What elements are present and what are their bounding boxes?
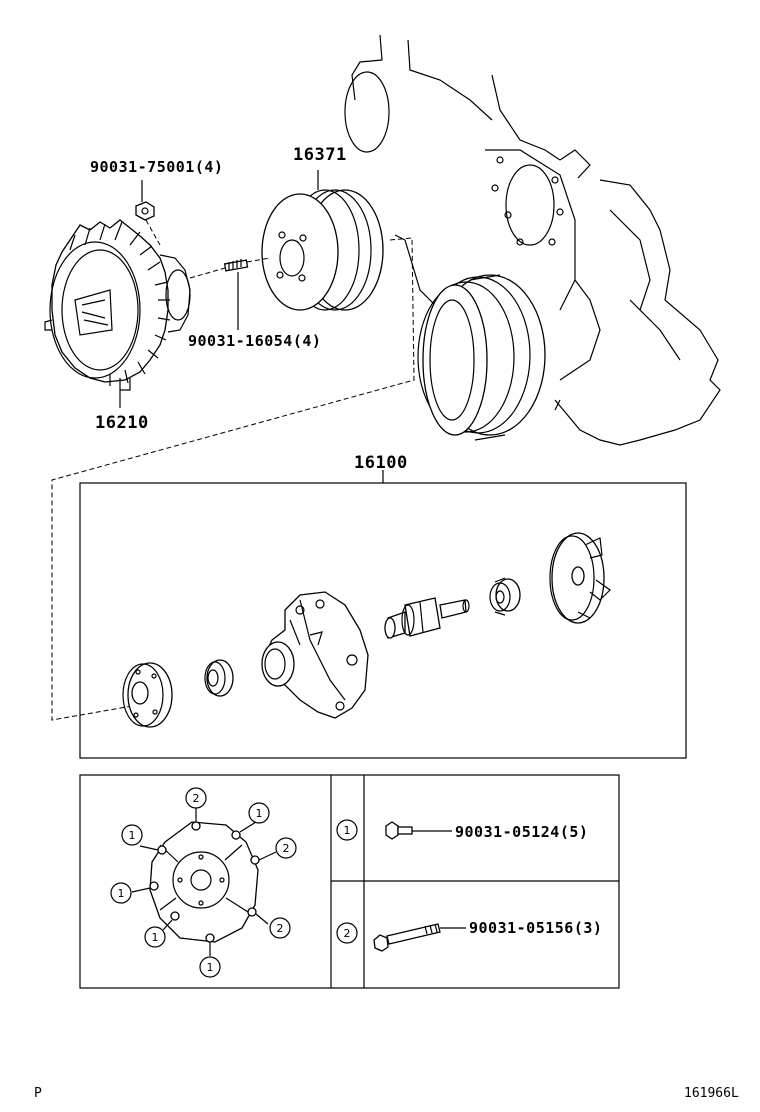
hole-marker-1-upper-left — [121, 824, 143, 846]
pump-body — [261, 591, 369, 719]
footer-illustration-number: 161966L — [684, 1086, 739, 1101]
hole-marker-text: 1 — [118, 887, 125, 900]
hole-marker-2-lower-right — [269, 917, 291, 939]
impeller — [549, 532, 611, 624]
hole-marker-text: 1 — [207, 961, 214, 974]
hole-marker-1-bottom — [199, 956, 221, 978]
bolt-1-part-number: 90031-05124(5) — [455, 823, 588, 841]
engine-block-sketch — [344, 34, 721, 446]
seal-ring — [204, 659, 234, 697]
long-bolt-icon — [373, 934, 389, 952]
flange-hub — [122, 662, 173, 728]
hole-marker-text: 1 — [129, 829, 136, 842]
water-pump-pulley — [261, 170, 384, 311]
pump-face-plan — [149, 821, 260, 943]
hole-marker-1-left — [110, 882, 132, 904]
footer-left-mark: P — [34, 1086, 42, 1101]
crank-pulley-sketch — [417, 274, 546, 441]
hole-marker-2-right — [275, 837, 297, 859]
callout-nut: 90031-75001(4) — [90, 158, 223, 176]
pump-seal — [489, 577, 521, 616]
short-bolt-icon — [385, 821, 399, 840]
bearing-shaft — [384, 597, 470, 639]
bolt-2-number: 2 — [344, 927, 351, 940]
bolt-1-number: 1 — [344, 824, 351, 837]
hole-marker-text: 2 — [277, 922, 284, 935]
fan-clutch — [44, 219, 191, 408]
hole-markers: 2 1 1 2 1 1 2 1 — [110, 787, 297, 978]
callout-water-pump-assy: 16100 — [354, 453, 408, 473]
hole-marker-text: 1 — [256, 807, 263, 820]
hole-marker-text: 1 — [152, 931, 159, 944]
bolt-legend-row-2: 2 90031-05156(3) — [336, 919, 602, 952]
hole-marker-1-lower-left — [144, 926, 166, 948]
hole-marker-text: 2 — [193, 792, 200, 805]
bolt-legend-row-1: 1 90031-05124(5) — [336, 819, 588, 841]
hole-marker-text: 2 — [283, 842, 290, 855]
water-pump-assembly-box — [79, 470, 687, 759]
hole-marker-1-upper-right — [248, 802, 270, 824]
bolt-2-part-number: 90031-05156(3) — [469, 919, 602, 937]
callout-fan-clutch: 16210 — [95, 413, 149, 433]
bolt-location-box: 2 1 1 2 1 1 2 1 1 90031-05124(5) — [79, 774, 620, 989]
nut — [135, 180, 161, 246]
hole-marker-2-top — [185, 787, 207, 809]
stud — [189, 257, 271, 330]
callout-stud: 90031-16054(4) — [188, 332, 321, 350]
callout-pulley: 16371 — [293, 145, 347, 165]
assembly-dash-lines — [51, 237, 415, 721]
